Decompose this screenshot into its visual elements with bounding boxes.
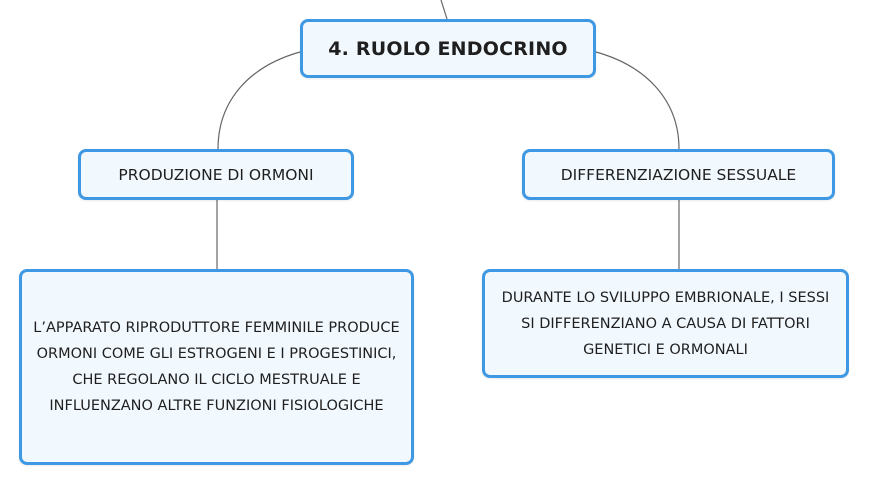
branch-label-production: PRODUZIONE DI ORMONI — [118, 165, 314, 184]
detail-node-production[interactable]: L’APPARATO RIPRODUTTORE FEMMINILE PRODUC… — [19, 269, 414, 465]
connector-parent-to-root — [440, 0, 448, 20]
branch-node-differentiation[interactable]: DIFFERENZIAZIONE SESSUALE — [522, 149, 835, 200]
branch-node-production[interactable]: PRODUZIONE DI ORMONI — [78, 149, 354, 200]
branch-label-differentiation: DIFFERENZIAZIONE SESSUALE — [560, 165, 797, 184]
connector-root-to-differentiation — [595, 51, 680, 150]
detail-text-differentiation: DURANTE LO SVILUPPO EMBRIONALE, I SESSI … — [501, 289, 830, 358]
connector-root-to-production — [217, 51, 301, 150]
detail-text-production: L’APPARATO RIPRODUTTORE FEMMINILE PRODUC… — [33, 320, 400, 414]
root-label: 4. RUOLO ENDOCRINO — [328, 37, 568, 60]
root-node[interactable]: 4. RUOLO ENDOCRINO — [300, 19, 596, 78]
detail-node-differentiation[interactable]: DURANTE LO SVILUPPO EMBRIONALE, I SESSI … — [482, 269, 849, 378]
